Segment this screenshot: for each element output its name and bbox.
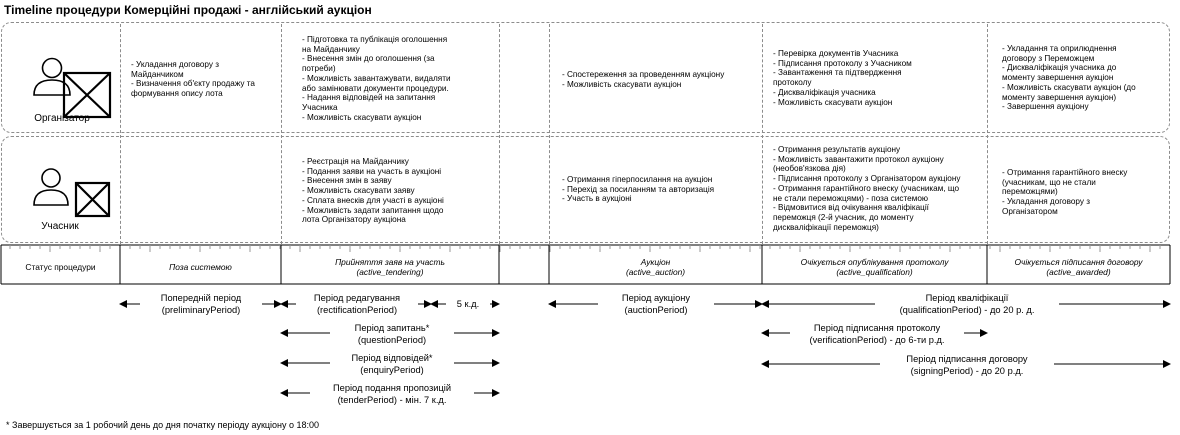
- column-divider: [499, 24, 500, 244]
- tender-period-label: Період подання пропозицій (tenderPeriod)…: [310, 382, 474, 406]
- status-gap: [500, 250, 548, 284]
- column-divider: [120, 24, 121, 244]
- status-active-auction: Аукціон (active_auction): [625, 257, 686, 277]
- signing-period-label: Період підписання договору (signingPerio…: [880, 353, 1054, 377]
- organizer-role-label: Організатор: [34, 113, 90, 124]
- participant-qualification-actions: - Отримання результатів аукціону - Можли…: [773, 145, 961, 232]
- status-active-qualification: Очікується опублікування протоколу (acti…: [800, 257, 949, 277]
- organizer-auction-actions: - Спостереження за проведенням аукціону …: [562, 70, 725, 89]
- organizer-qualification-actions: - Перевірка документів Учасника - Підпис…: [773, 49, 912, 107]
- status-outside-system: Поза системою: [169, 262, 232, 272]
- column-divider: [281, 24, 282, 244]
- column-divider: [987, 24, 988, 244]
- participant-tendering-actions: - Реєстрація на Майданчику - Подання зая…: [302, 157, 444, 225]
- organizer-tendering-actions: - Підготовка та публікація оголошення на…: [302, 35, 451, 122]
- five-days-label: 5 к.д.: [446, 298, 490, 310]
- question-period-label: Період запитань* (questionPeriod): [330, 322, 454, 346]
- organizer-awarded-actions: - Укладання та оприлюднення договору з П…: [1002, 44, 1136, 112]
- organizer-actor-icon: [33, 57, 112, 119]
- column-divider: [549, 24, 550, 244]
- participant-lane: [1, 136, 1170, 243]
- participant-role-label: Учасник: [41, 221, 79, 232]
- page-title: Timeline процедури Комерційні продажі - …: [4, 3, 372, 17]
- column-divider: [762, 24, 763, 244]
- rectification-period-label: Період редагування (rectificationPeriod): [296, 292, 418, 316]
- timeline-ruler: [0, 244, 1171, 285]
- participant-auction-actions: - Отримання гіперпосилання на аукціон - …: [562, 175, 715, 204]
- qualification-period-label: Період кваліфікації (qualificationPeriod…: [875, 292, 1059, 316]
- auction-period-label: Період аукціону (auctionPeriod): [598, 292, 714, 316]
- participant-actor-icon: [33, 168, 111, 218]
- enquiry-period-label: Період відповідей* (enquiryPeriod): [330, 352, 454, 376]
- organizer-lane: [1, 22, 1170, 133]
- verification-period-label: Період підписання протоколу (verificatio…: [790, 322, 964, 346]
- footnote: * Завершується за 1 робочий день до дня …: [6, 420, 320, 430]
- status-active-tendering: Прийняття заяв на участь (active_tenderi…: [335, 257, 445, 277]
- participant-awarded-actions: - Отримання гарантійного внеску (учасник…: [1002, 168, 1128, 216]
- status-active-awarded: Очікується підписання договору (active_a…: [1014, 257, 1143, 277]
- status-header-label: Статус процедури: [25, 262, 96, 272]
- organizer-preliminary-actions: - Укладання договору з Майданчиком - Виз…: [131, 60, 255, 99]
- preliminary-period-label: Попередній період (preliminaryPeriod): [140, 292, 262, 316]
